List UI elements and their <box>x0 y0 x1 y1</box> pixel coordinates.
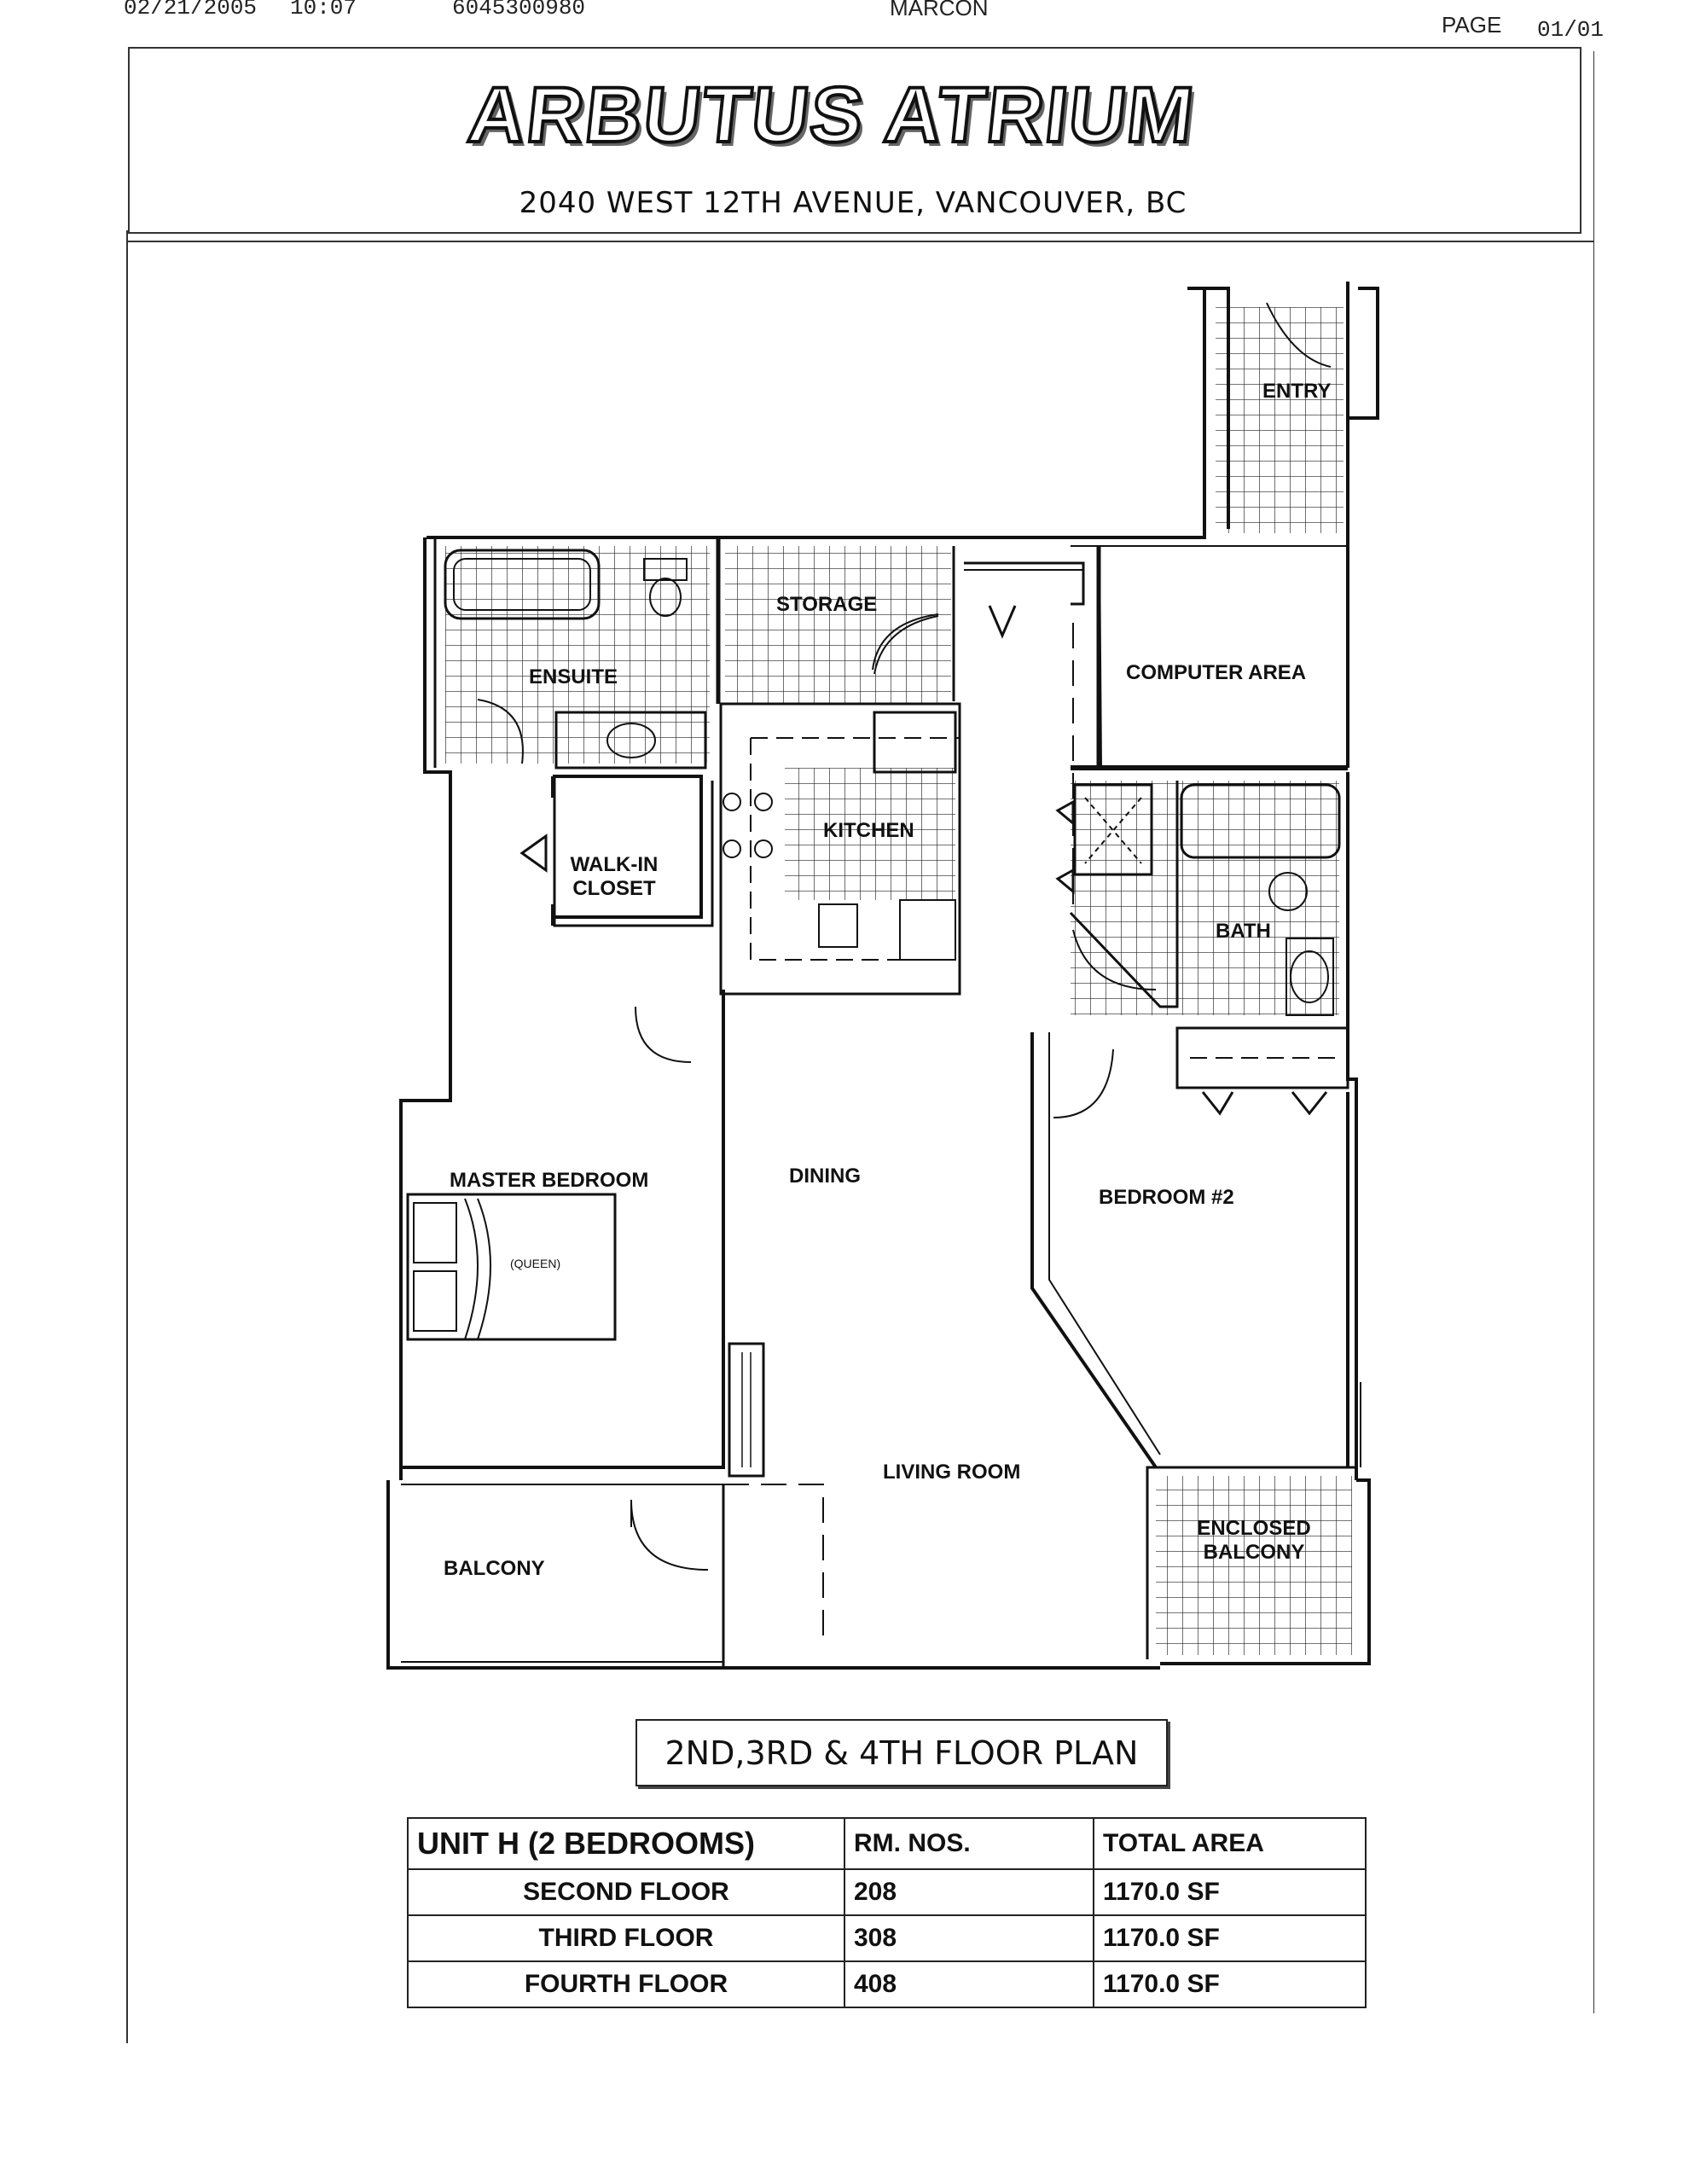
row-area: 1170.0 SF <box>1093 1960 1367 2008</box>
address: 2040 WEST 12TH AVENUE, VANCOUVER, BC <box>519 186 1187 220</box>
room-computer-area: COMPUTER AREA <box>1126 661 1307 684</box>
title-block-frame <box>128 47 1581 234</box>
page-border-left <box>126 230 128 2043</box>
room-balcony: BALCONY <box>444 1557 545 1580</box>
enclosed-balcony-tile <box>1156 1476 1352 1655</box>
room-storage: STORAGE <box>776 593 878 616</box>
room-entry: ENTRY <box>1262 380 1332 403</box>
room-living-room: LIVING ROOM <box>883 1461 1021 1484</box>
fax-date: 02/21/2005 <box>124 0 258 20</box>
room-dining: DINING <box>789 1165 861 1188</box>
entry-tile <box>1216 307 1343 533</box>
table-row: SECOND FLOOR 208 1170.0 SF <box>407 1868 1367 1916</box>
bed-queen-label: (QUEEN) <box>510 1257 561 1270</box>
room-walk-in-closet-2: CLOSET <box>572 877 656 900</box>
room-bath: BATH <box>1216 920 1271 943</box>
row-area: 1170.0 SF <box>1093 1914 1367 1962</box>
storage-tile <box>725 546 951 704</box>
room-ensuite: ENSUITE <box>529 665 618 688</box>
page-border-right <box>1593 51 1594 2013</box>
fax-page-label: PAGE <box>1442 12 1502 38</box>
table-header-row: UNIT H (2 BEDROOMS) RM. NOS. TOTAL AREA <box>407 1817 1367 1870</box>
room-master-bedroom: MASTER BEDROOM <box>450 1169 649 1192</box>
row-floor: SECOND FLOOR <box>407 1868 845 1916</box>
unit-table: UNIT H (2 BEDROOMS) RM. NOS. TOTAL AREA … <box>407 1817 1367 2008</box>
bath-tile <box>1071 781 1339 1015</box>
fax-phone: 6045300980 <box>452 0 586 20</box>
plan-title: 2ND,3RD & 4TH FLOOR PLAN <box>635 1719 1168 1786</box>
header-total-area: TOTAL AREA <box>1093 1817 1367 1870</box>
ensuite-tile <box>445 546 710 764</box>
table-row: FOURTH FLOOR 408 1170.0 SF <box>407 1960 1367 2008</box>
table-row: THIRD FLOOR 308 1170.0 SF <box>407 1914 1367 1962</box>
fax-page-number: 01/01 <box>1537 17 1605 43</box>
row-floor: THIRD FLOOR <box>407 1914 845 1962</box>
room-bedroom-2: BEDROOM #2 <box>1099 1186 1234 1209</box>
row-room: 208 <box>844 1868 1094 1916</box>
room-enclosed-balcony-1: ENCLOSED <box>1197 1517 1311 1540</box>
room-enclosed-balcony-2: BALCONY <box>1203 1541 1305 1564</box>
fax-sender: MARCON <box>890 0 989 20</box>
room-walk-in-closet-1: WALK-IN <box>570 853 659 876</box>
row-room: 308 <box>844 1914 1094 1962</box>
row-floor: FOURTH FLOOR <box>407 1960 845 2008</box>
fax-time: 10:07 <box>290 0 357 20</box>
row-area: 1170.0 SF <box>1093 1868 1367 1916</box>
header-unit: UNIT H (2 BEDROOMS) <box>407 1817 845 1870</box>
room-kitchen: KITCHEN <box>823 819 914 842</box>
row-room: 408 <box>844 1960 1094 2008</box>
header-rm-nos: RM. NOS. <box>844 1817 1094 1870</box>
title-divider <box>126 241 1593 242</box>
kitchen-tile <box>785 768 955 900</box>
